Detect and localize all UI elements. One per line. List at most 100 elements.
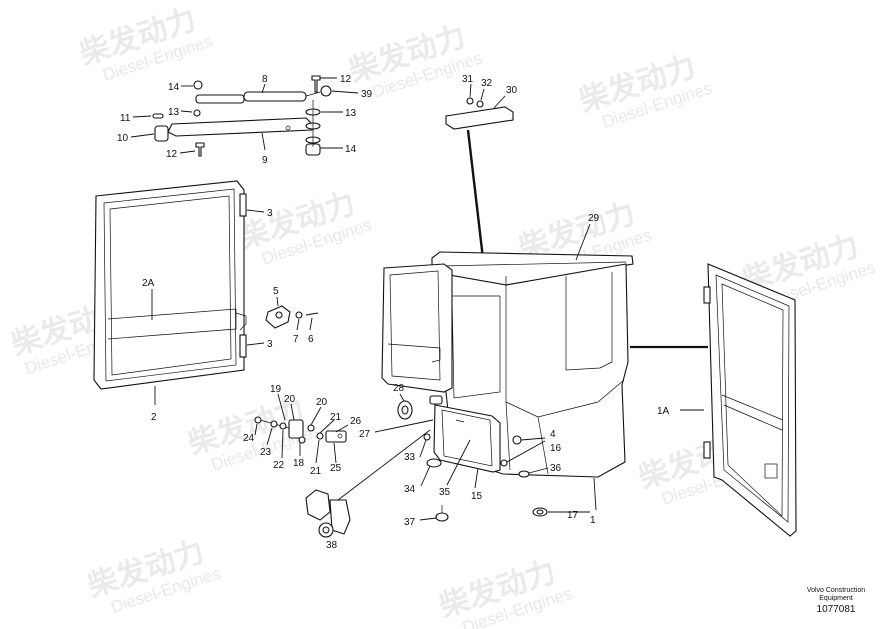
hinge-1A-bottom xyxy=(703,441,711,459)
label-18: 18 xyxy=(293,458,305,469)
washer-13 xyxy=(193,109,201,117)
washer-19 xyxy=(298,436,306,444)
label-35: 35 xyxy=(439,487,451,498)
door-1A xyxy=(707,263,797,537)
bolt-12-bottom xyxy=(195,142,205,157)
gas-strut-assembly xyxy=(152,75,332,157)
footer: Volvo Construction Equipment 1077081 xyxy=(807,587,865,615)
pin-11 xyxy=(152,113,164,119)
screw-6 xyxy=(305,312,319,316)
cab xyxy=(381,251,634,517)
leader-lines xyxy=(130,77,704,521)
label-15: 15 xyxy=(471,491,483,502)
label-2A: 2A xyxy=(142,278,155,289)
hinge-1A-top xyxy=(703,286,711,304)
label-1: 1 xyxy=(590,515,596,526)
label-26: 26 xyxy=(350,416,362,427)
footer-equipment: Equipment xyxy=(819,595,853,602)
plug-37 xyxy=(435,512,449,522)
nut-21 xyxy=(316,432,324,440)
screw-24 xyxy=(254,416,262,424)
label-9: 9 xyxy=(262,155,268,166)
label-23: 23 xyxy=(260,447,272,458)
label-29: 29 xyxy=(588,213,600,224)
label-6: 6 xyxy=(308,334,314,345)
washer-20 xyxy=(307,424,315,432)
catch-assembly xyxy=(265,305,319,329)
ball-joint-39 xyxy=(320,85,332,97)
label-16: 16 xyxy=(550,443,562,454)
bracket-25 xyxy=(325,430,347,443)
bracket-end-10 xyxy=(154,125,169,142)
label-25: 25 xyxy=(330,463,342,474)
label-10: 10 xyxy=(117,133,129,144)
nut-14 xyxy=(193,80,203,90)
label-4: 4 xyxy=(550,429,556,440)
label-37: 37 xyxy=(404,517,416,528)
panel-15 xyxy=(433,404,501,473)
hinge-3-bottom xyxy=(239,334,247,358)
label-13a: 13 xyxy=(168,107,180,118)
screw-33 xyxy=(423,433,431,441)
label-38: 38 xyxy=(326,540,338,551)
label-13b: 13 xyxy=(345,108,357,119)
latch-panel xyxy=(429,395,443,405)
label-3-top: 3 xyxy=(267,208,273,219)
handle-30 xyxy=(445,106,514,130)
label-14b: 14 xyxy=(345,144,357,155)
door-frame-2 xyxy=(93,180,245,390)
gas-strut-cylinder xyxy=(195,94,245,104)
gas-strut-body xyxy=(243,91,307,102)
screw-31 xyxy=(466,97,474,105)
label-1A: 1A xyxy=(657,406,670,417)
left-door xyxy=(93,180,247,390)
bracket-9 xyxy=(167,117,313,137)
label-19: 19 xyxy=(270,384,282,395)
label-14a: 14 xyxy=(168,82,180,93)
label-11: 11 xyxy=(120,113,131,124)
label-8: 8 xyxy=(262,74,268,85)
lock-38 xyxy=(305,489,331,521)
label-33: 33 xyxy=(404,452,416,463)
label-34: 34 xyxy=(404,484,416,495)
washer-22 xyxy=(279,422,287,430)
label-32: 32 xyxy=(481,78,493,89)
right-door xyxy=(630,263,797,537)
label-5: 5 xyxy=(273,286,279,297)
label-12b: 12 xyxy=(166,149,178,160)
washer-36 xyxy=(518,470,530,478)
hinge-hardware xyxy=(254,416,347,444)
label-12a: 12 xyxy=(340,74,352,85)
label-20a: 20 xyxy=(284,394,296,405)
label-2: 2 xyxy=(151,412,157,423)
label-22: 22 xyxy=(273,460,285,471)
label-21a: 21 xyxy=(330,412,342,423)
label-27: 27 xyxy=(359,429,371,440)
label-31: 31 xyxy=(462,74,474,85)
cab-door-open xyxy=(381,263,453,393)
washer-23 xyxy=(270,420,278,428)
misc-parts xyxy=(305,400,449,538)
hinge-18 xyxy=(288,419,304,439)
bolt-16-lower xyxy=(500,459,508,467)
label-30: 30 xyxy=(506,85,518,96)
label-39: 39 xyxy=(361,89,373,100)
bolt-4-16 xyxy=(512,435,522,445)
label-17: 17 xyxy=(567,510,579,521)
label-28: 28 xyxy=(393,383,405,394)
label-24: 24 xyxy=(243,433,255,444)
label-3-bottom: 3 xyxy=(267,339,273,350)
washer-32 xyxy=(476,100,484,108)
label-21b: 21 xyxy=(310,466,322,477)
hinge-3-top xyxy=(239,193,247,217)
leader-lock-to-panel xyxy=(337,429,431,501)
nut-34 xyxy=(426,458,442,468)
washer-7 xyxy=(295,311,303,319)
drawing-number: 1077081 xyxy=(817,604,856,615)
label-36: 36 xyxy=(550,463,562,474)
bolt-12-top xyxy=(311,75,321,93)
callout-labels: 14 13 11 10 12 8 9 12 39 13 14 3 3 2A 2 … xyxy=(117,74,670,551)
label-20b: 20 xyxy=(316,397,328,408)
footer-company: Volvo Construction xyxy=(807,587,865,594)
